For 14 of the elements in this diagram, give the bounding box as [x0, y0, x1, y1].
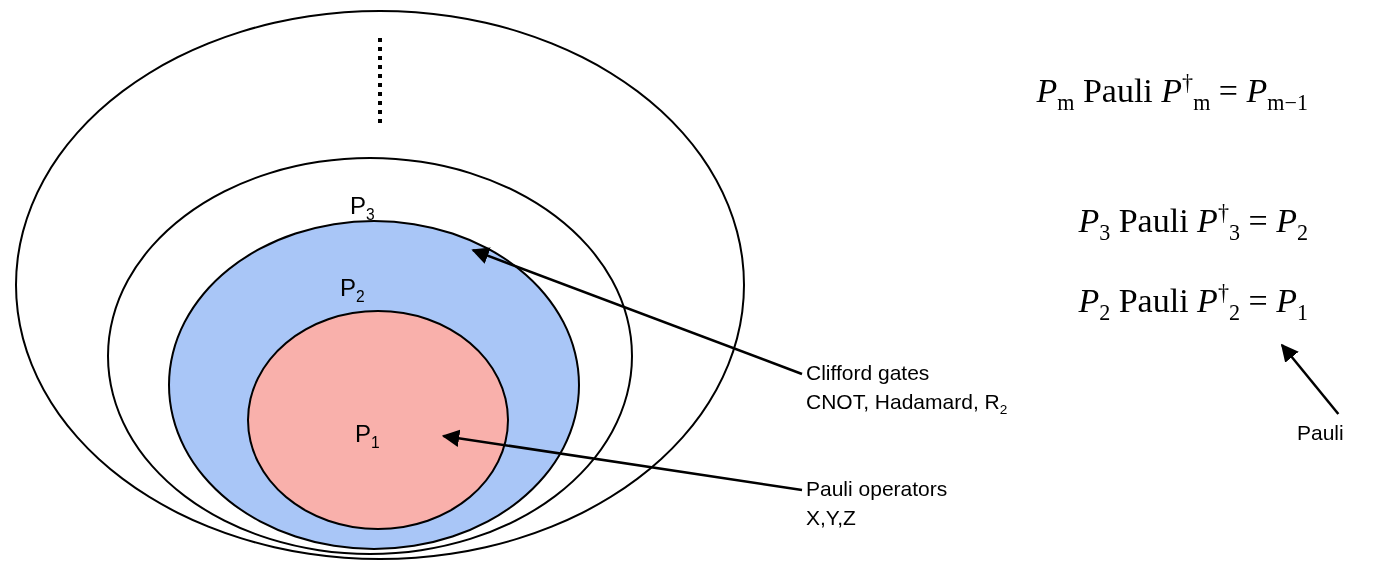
equation: P$_{3}$ Pauli P$^{†}$$_{3}$ = P$_{2}$ — [1078, 200, 1308, 247]
set-label: P$_{1}$ — [355, 420, 380, 452]
arrow — [441, 429, 803, 492]
arrow — [471, 247, 803, 376]
annotation-text: CNOT, Hadamard, R$_{2}$ — [806, 389, 1008, 420]
equation: P$_{2}$ Pauli P$^{†}$$_{2}$ = P$_{1}$ — [1078, 280, 1308, 327]
annotation-text: Pauli operators — [806, 476, 948, 502]
arrow — [1280, 343, 1340, 415]
set-label: P$_{3}$ — [350, 192, 375, 224]
equation: P$_{m}$ Pauli P$^{†}$$_{m}$ = P$_{m−1}$ — [1036, 70, 1308, 117]
annotation-text: Clifford gates — [806, 360, 931, 386]
set-label: P$_{2}$ — [340, 274, 365, 306]
annotation-text: Pauli — [1297, 420, 1344, 446]
annotation-text: X,Y,Z — [806, 505, 857, 531]
